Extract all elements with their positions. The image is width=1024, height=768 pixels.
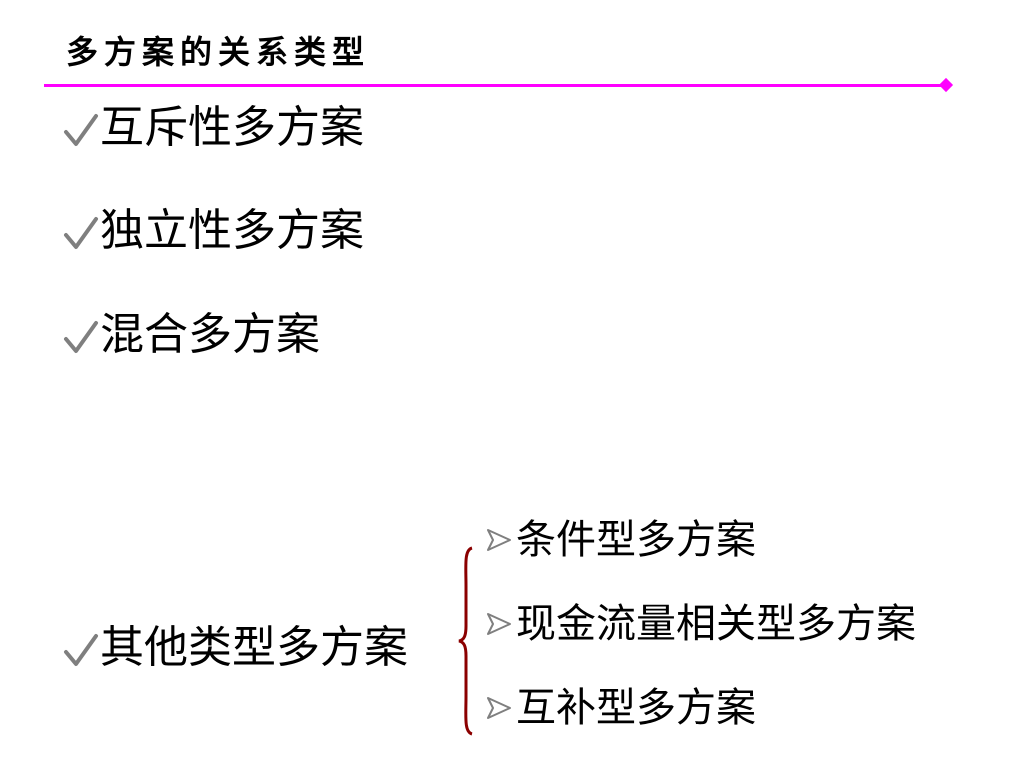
bullet-item-mutually-exclusive: 互斥性多方案 [62, 100, 364, 156]
sub-bullet-conditional: 条件型多方案 [482, 514, 756, 566]
sub-bullet-cashflow-related: 现金流量相关型多方案 [482, 598, 916, 650]
sub-bullet-text: 现金流量相关型多方案 [516, 601, 916, 647]
bullet-item-mixed: 混合多方案 [62, 307, 320, 363]
check-icon [64, 321, 98, 353]
sub-bullet-text: 条件型多方案 [516, 517, 756, 563]
title-underline [44, 84, 946, 87]
slide-title: 多方案的关系类型 [66, 33, 371, 71]
bullet-text: 其他类型多方案 [100, 622, 408, 673]
bullet-text: 独立性多方案 [100, 205, 364, 256]
bullet-text: 互斥性多方案 [100, 102, 364, 153]
arrow-bullet-icon [487, 613, 511, 635]
left-brace [458, 546, 473, 736]
sub-bullet-text: 互补型多方案 [516, 685, 756, 731]
arrow-bullet-icon [487, 529, 511, 551]
sub-bullet-complementary: 互补型多方案 [482, 682, 756, 734]
check-icon [64, 217, 98, 249]
bullet-item-other-types: 其他类型多方案 [62, 620, 408, 676]
title-underline-endpoint [938, 77, 954, 93]
bullet-item-independent: 独立性多方案 [62, 203, 364, 259]
arrow-bullet-icon [487, 697, 511, 719]
check-icon [64, 634, 98, 666]
check-icon [64, 114, 98, 146]
bullet-text: 混合多方案 [100, 309, 320, 360]
